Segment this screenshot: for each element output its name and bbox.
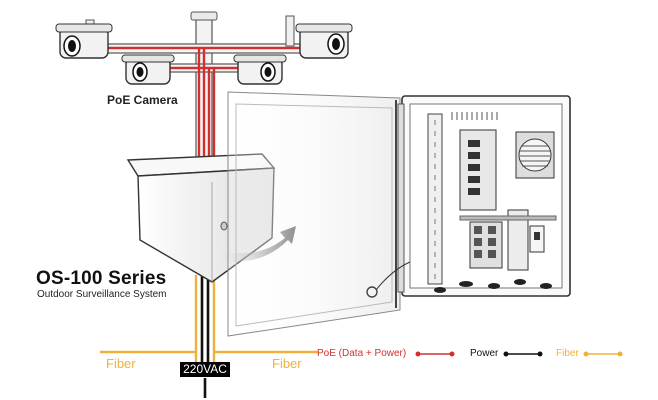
power-module	[507, 209, 545, 271]
top-vent	[451, 112, 498, 120]
camera-label: PoE Camera	[107, 93, 178, 107]
open-enclosure	[366, 95, 571, 298]
camera-top-right	[295, 23, 353, 59]
supply-voltage-label: 220VAC	[180, 362, 230, 377]
poe-switch	[459, 129, 497, 211]
cable-glands	[434, 279, 552, 293]
poe-cables	[104, 46, 300, 160]
incoming-cables	[100, 275, 318, 398]
terminal-block	[469, 221, 503, 269]
din-rail	[459, 215, 557, 221]
fiber-left-label: Fiber	[106, 356, 136, 371]
legend-poe-label: PoE (Data + Power)	[317, 348, 407, 359]
camera-lower-left	[121, 54, 175, 85]
legend-power-label: Power	[470, 348, 499, 359]
series-title: OS-100 Series	[36, 268, 167, 289]
legend-fiber-label: Fiber	[556, 348, 579, 359]
camera-top-left	[55, 23, 113, 59]
camera-lower-right	[233, 54, 287, 85]
door-lock-icon	[366, 286, 378, 298]
enclosure-door	[227, 91, 401, 337]
cooling-fan-icon	[515, 131, 555, 179]
fiber-right-label: Fiber	[272, 356, 302, 371]
series-subtitle: Outdoor Surveillance System	[37, 289, 167, 300]
legend-lines	[415, 351, 623, 357]
